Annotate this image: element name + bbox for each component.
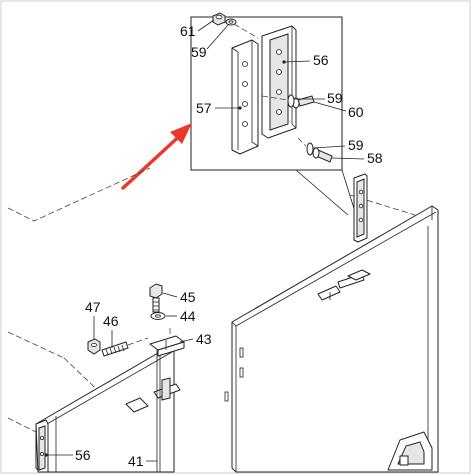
leader-59-low — [312, 145, 346, 149]
left-cabinet-panel — [35, 345, 181, 473]
callout-58: 58 — [367, 150, 383, 166]
callout-43: 43 — [196, 331, 212, 347]
bracket-on-panel — [353, 173, 368, 243]
part-60-screw — [292, 95, 315, 109]
part-43-hinge-bracket — [149, 328, 185, 357]
part-45-bolt — [149, 283, 163, 313]
leader-43 — [179, 338, 194, 343]
leader-56-detail — [283, 60, 311, 63]
callout-61: 61 — [180, 23, 196, 39]
cabinet-outline: 45 47 46 44 43 56 41 — [7, 167, 439, 473]
callout-56-detail: 56 — [313, 52, 329, 68]
detail-pointer-line-1 — [295, 169, 349, 216]
callout-59-mid: 59 — [327, 90, 343, 106]
callout-46: 46 — [103, 313, 119, 329]
right-door-panel — [224, 205, 439, 473]
part-58-screw — [312, 147, 333, 163]
leader-58 — [331, 157, 365, 160]
top-pin-guide — [233, 23, 259, 39]
part-47-nut — [87, 338, 101, 355]
red-pointer-arrow — [121, 123, 192, 190]
callout-60: 60 — [348, 104, 364, 120]
callout-41: 41 — [128, 453, 144, 469]
part-56-hinge-plate — [261, 25, 297, 139]
callout-59-top: 59 — [191, 44, 207, 60]
leader-45 — [162, 292, 178, 298]
part-61-nut — [212, 12, 226, 26]
part-57-bracket — [231, 39, 259, 155]
part-59-washer-top — [225, 18, 237, 26]
part-44-washer — [150, 312, 166, 320]
screw-guide-mid — [261, 95, 289, 101]
leader-61 — [197, 19, 215, 32]
leader-60 — [313, 101, 347, 112]
callout-56-main: 56 — [75, 447, 91, 463]
callout-45: 45 — [180, 289, 196, 305]
screw-guide-low — [297, 137, 307, 147]
detail-frame — [190, 16, 343, 171]
part-59-washer-mid — [287, 94, 295, 108]
leader-59-top — [206, 23, 230, 50]
callout-59-low: 59 — [348, 137, 364, 153]
callout-44: 44 — [180, 308, 196, 324]
part-59-washer-low — [306, 142, 314, 156]
part-41-rod — [156, 350, 161, 472]
part-46-spring-bolt — [101, 337, 149, 357]
callout-57: 57 — [196, 100, 212, 116]
detail-view: 61 59 56 57 59 60 59 58 — [180, 12, 383, 216]
callout-47: 47 — [85, 299, 101, 315]
